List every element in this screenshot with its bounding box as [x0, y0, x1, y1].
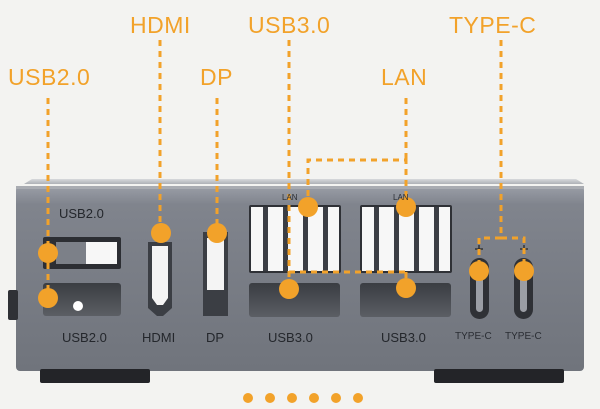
callout-usb3: USB3.0 — [248, 12, 331, 38]
usb2-port-bottom — [43, 283, 121, 316]
callout-lan: LAN — [381, 64, 428, 90]
lan-port-left — [249, 205, 341, 273]
label-dp: DP — [206, 330, 225, 345]
callout-usb2: USB2.0 — [8, 64, 91, 90]
label-usb3-left: USB3.0 — [268, 330, 313, 345]
callout-typec: TYPE-C — [449, 12, 537, 38]
lan-port-right — [360, 205, 452, 273]
pagination-dots — [243, 393, 363, 403]
callout-lines — [46, 40, 526, 298]
label-usb2-top: USB2.0 — [59, 206, 104, 221]
callout-dp: DP — [200, 64, 233, 90]
label-hdmi: HDMI — [142, 330, 176, 345]
label-lan-right: LAN — [393, 193, 409, 202]
label-typec-left: TYPE-C — [455, 331, 492, 342]
label-typec-right: TYPE-C — [505, 331, 542, 342]
usb2-port-top — [43, 237, 121, 269]
pagination-dot[interactable] — [243, 393, 253, 403]
dp-port — [203, 232, 228, 316]
usb3-port-left — [249, 283, 340, 317]
pagination-dot[interactable] — [353, 393, 363, 403]
label-usb2-bottom: USB2.0 — [62, 330, 107, 345]
usb3-port-right — [360, 283, 451, 317]
callout-markers — [38, 197, 534, 308]
pagination-dot[interactable] — [331, 393, 341, 403]
label-lan-left: LAN — [282, 193, 298, 202]
pagination-dot[interactable] — [287, 393, 297, 403]
hdmi-port — [148, 242, 172, 316]
label-usb3-right: USB3.0 — [381, 330, 426, 345]
pagination-dot[interactable] — [265, 393, 275, 403]
pagination-dot[interactable] — [309, 393, 319, 403]
callout-hdmi: HDMI — [130, 12, 191, 38]
